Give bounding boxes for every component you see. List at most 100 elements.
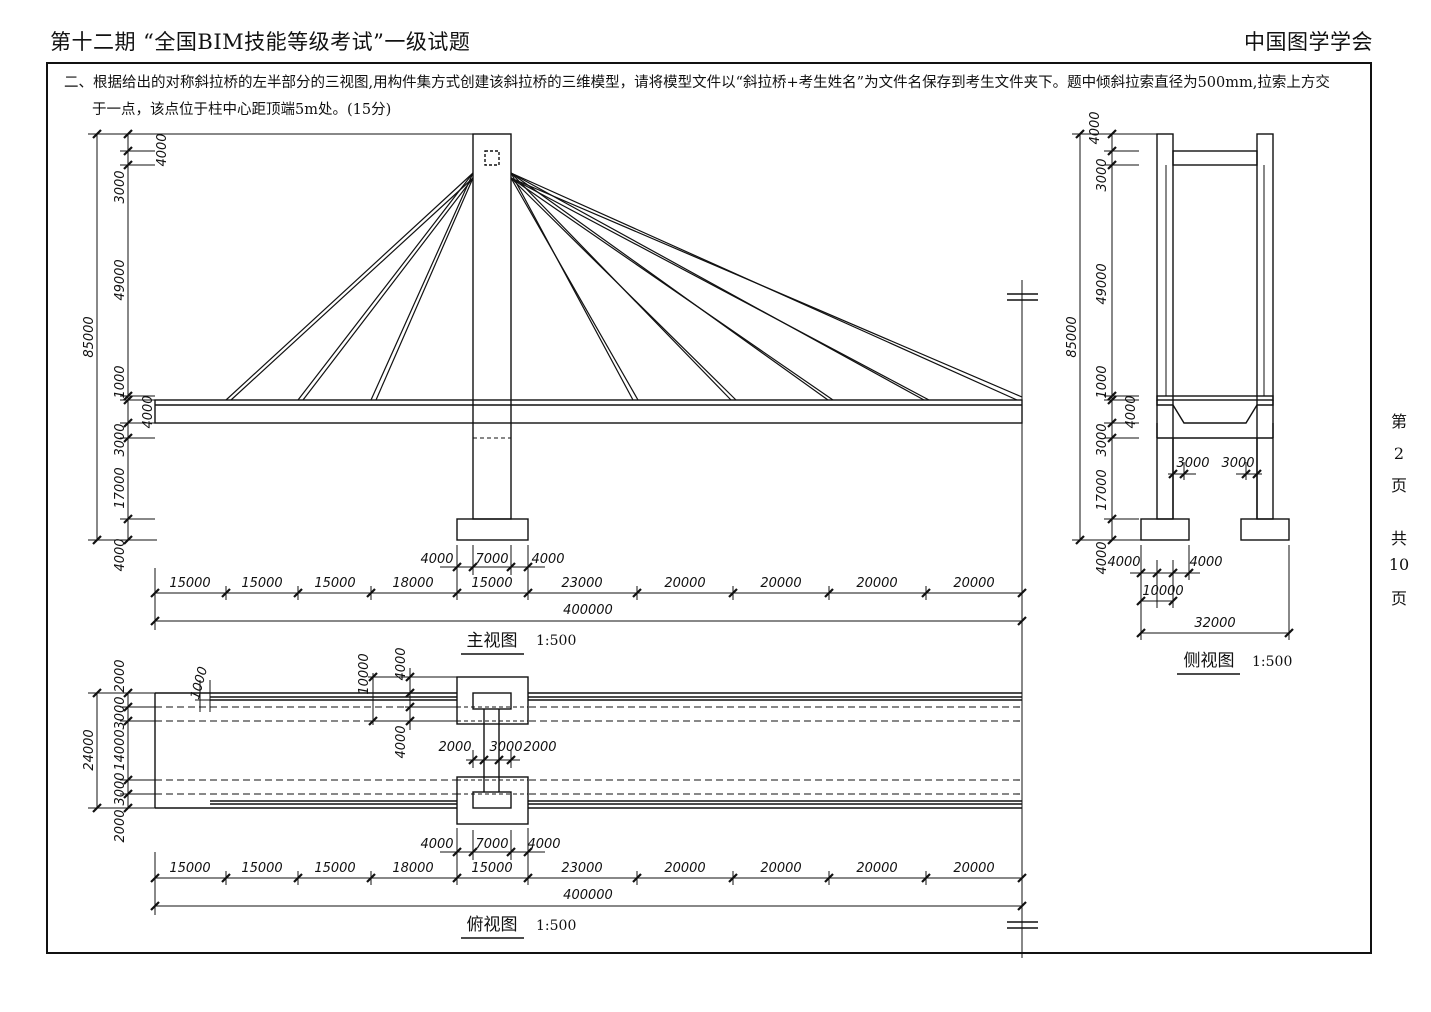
dim-label: 2000 (113, 809, 128, 842)
dim-label: 4000 (1189, 555, 1222, 570)
dim-label: 7000 (475, 837, 508, 852)
dim-label: 3000 (113, 772, 128, 805)
dim-label: 400000 (563, 603, 613, 618)
dim-label: 4000 (394, 725, 409, 758)
side-footing-right (1240, 518, 1290, 541)
top-view-scale: 1:500 (536, 918, 576, 934)
side-left-column (1156, 133, 1174, 520)
dim-label: 17000 (1095, 469, 1110, 510)
dim-label: 15000 (471, 861, 512, 876)
organization-name: 中国图学学会 (1244, 30, 1373, 54)
page-marker-char: 第 (1390, 412, 1407, 431)
front-bottom-dimensions (150, 545, 1027, 655)
dim-label: 20000 (664, 576, 705, 591)
top-view-title: 俯视图 (467, 915, 518, 935)
dim-label: 3000 (1176, 456, 1209, 471)
dim-label: 85000 (1065, 316, 1080, 357)
dim-label: 3000 (113, 423, 128, 456)
dim-label: 4000 (141, 395, 156, 428)
dim-label: 4000 (1088, 111, 1103, 144)
drawing-frame (46, 62, 1372, 954)
side-left-dimensions (1072, 129, 1294, 675)
dim-label: 2000 (523, 740, 556, 755)
top-view-geometry (154, 676, 1022, 825)
dim-label: 4000 (531, 552, 564, 567)
dim-label: 20000 (953, 576, 994, 591)
dim-label: 400000 (563, 888, 613, 903)
dim-label: 15000 (241, 861, 282, 876)
side-view-scale: 1:500 (1252, 654, 1292, 670)
top-tower-upper (472, 692, 512, 710)
dim-label: 2000 (113, 659, 128, 692)
front-tower (472, 133, 512, 520)
dim-label: 32000 (1194, 616, 1235, 631)
dim-label: 4000 (420, 837, 453, 852)
dim-label: 15000 (314, 576, 355, 591)
dim-label: 1000 (188, 665, 211, 701)
side-crossbeam (1172, 150, 1258, 166)
dim-label: 10000 (1142, 584, 1183, 599)
top-left-dimensions (88, 668, 520, 813)
top-tower-lower (472, 791, 512, 809)
page-marker-char: 10 (1388, 555, 1410, 574)
dim-label: 3000 (113, 170, 128, 203)
dim-label: 4000 (113, 538, 128, 571)
front-view-geometry (154, 133, 1038, 958)
side-right-column (1256, 133, 1274, 520)
dim-label: 20000 (760, 576, 801, 591)
dim-label: 23000 (561, 576, 602, 591)
dim-label: 49000 (1095, 263, 1110, 304)
dim-label: 4000 (394, 647, 409, 680)
dim-label: 20000 (953, 861, 994, 876)
front-view-title: 主视图 (467, 631, 518, 651)
dim-label: 1000 (113, 365, 128, 398)
front-footing (456, 518, 529, 541)
dim-label: 49000 (113, 259, 128, 300)
top-bottom-dimensions (150, 828, 1027, 939)
dim-label: 3000 (1095, 158, 1110, 191)
dim-label: 85000 (82, 316, 97, 357)
dim-label: 3000 (1221, 456, 1254, 471)
dim-label: 20000 (856, 861, 897, 876)
dim-label: 20000 (760, 861, 801, 876)
side-view-title: 侧视图 (1184, 651, 1235, 671)
cable-anchor-box (484, 150, 500, 166)
dim-label: 20000 (856, 576, 897, 591)
page-marker-char: 2 (1393, 444, 1405, 463)
front-view-scale: 1:500 (536, 633, 576, 649)
dim-label: 2000 (438, 740, 471, 755)
dim-label: 15000 (314, 861, 355, 876)
page-marker-char: 页 (1390, 476, 1407, 495)
dim-label: 24000 (82, 729, 97, 770)
dim-label: 3000 (1095, 423, 1110, 456)
front-cables (225, 172, 1023, 401)
dim-label: 4000 (1107, 555, 1140, 570)
dim-label: 4000 (155, 133, 170, 166)
dim-label: 15000 (471, 576, 512, 591)
dim-label: 23000 (561, 861, 602, 876)
dim-label: 18000 (392, 861, 433, 876)
dim-label: 3000 (489, 740, 522, 755)
dim-label: 4000 (1095, 541, 1110, 574)
dim-label: 15000 (241, 576, 282, 591)
dim-label: 17000 (113, 467, 128, 508)
dim-label: 4000 (1124, 395, 1139, 428)
question-text-line-2: 于一点，该点位于柱中心距顶端5m处。(15分) (92, 102, 392, 118)
dim-label: 4000 (527, 837, 560, 852)
front-left-dimensions (88, 129, 473, 545)
dim-label: 1000 (1095, 365, 1110, 398)
page-marker-char: 页 (1390, 589, 1407, 608)
question-text-line-1: 二、根据给出的对称斜拉桥的左半部分的三视图,用构件集方式创建该斜拉桥的三维模型，… (64, 75, 1330, 91)
dim-label: 4000 (420, 552, 453, 567)
page-marker-char: 共 (1390, 529, 1407, 548)
dim-label: 20000 (664, 861, 705, 876)
dim-label: 14000 (113, 729, 128, 770)
dim-label: 3000 (113, 696, 128, 729)
side-view-geometry (1140, 133, 1290, 541)
front-deck (154, 399, 1023, 424)
dim-label: 7000 (475, 552, 508, 567)
dim-label: 15000 (169, 861, 210, 876)
dim-label: 18000 (392, 576, 433, 591)
dim-label: 15000 (169, 576, 210, 591)
